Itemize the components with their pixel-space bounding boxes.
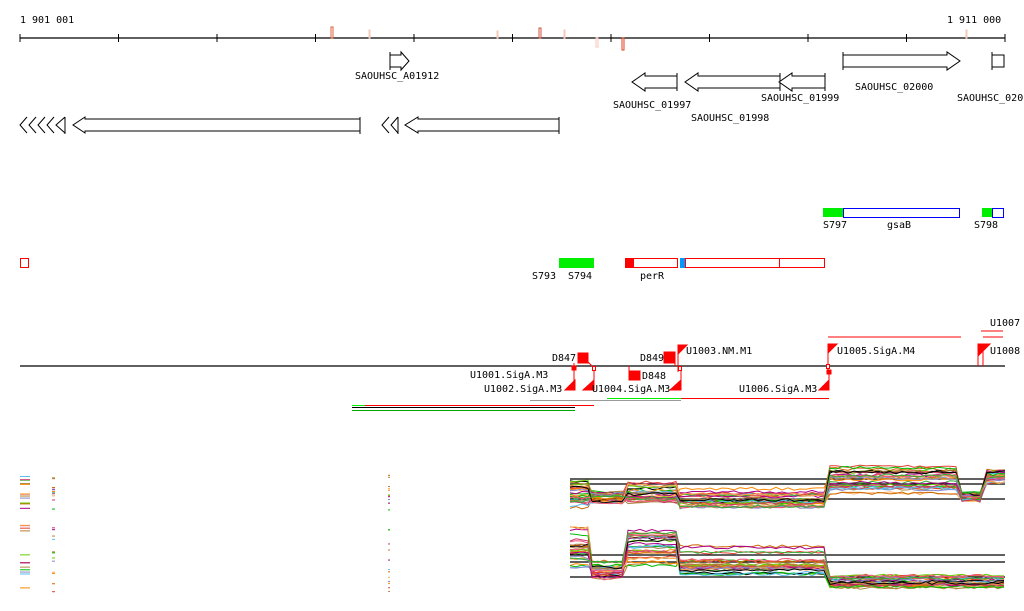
gsab-box[interactable] (843, 208, 960, 218)
expression-line (569, 469, 1006, 499)
blue-marker[interactable] (680, 258, 685, 268)
gene-label: SAOUHSC_02000 (855, 82, 933, 93)
u1006-flag[interactable] (817, 378, 830, 391)
u1002-flag[interactable] (581, 378, 595, 391)
u1007-label: U1007 (990, 318, 1020, 329)
u1004-flag[interactable] (668, 378, 682, 391)
perr-box[interactable] (633, 258, 678, 268)
s798-outline[interactable] (992, 208, 1004, 218)
perr-label: perR (640, 271, 665, 282)
s798-label: S798 (974, 220, 998, 231)
gene-SAOUHSC_020[interactable]: SAOUHSC_020 (957, 52, 1023, 104)
expression-line (569, 464, 1006, 500)
gsab-label: gsaB (887, 220, 911, 231)
u1008-label: U1008 (990, 346, 1020, 357)
minus-strand-genes[interactable] (19, 116, 560, 134)
expression-line (569, 534, 1005, 579)
s798-box[interactable] (982, 208, 992, 217)
u1005-flag[interactable] (827, 343, 839, 355)
expression-line (569, 528, 1005, 583)
gene-SAOUHSC_02000[interactable]: SAOUHSC_02000 (842, 51, 961, 93)
u1001-flag[interactable] (563, 378, 576, 391)
expression-line (570, 469, 1006, 505)
u1003-label: U1003.NM.M1 (686, 346, 752, 357)
s797-label: S797 (823, 220, 847, 231)
perr-start[interactable] (625, 258, 633, 268)
red-region-box[interactable] (685, 258, 825, 268)
red-box[interactable] (20, 258, 29, 268)
u1005-label: U1005.SigA.M4 (837, 346, 915, 357)
d848-label: D848 (642, 371, 666, 382)
gene-label: SAOUHSC_A01912 (355, 71, 439, 82)
ruler-end-label: 1 911 000 (947, 15, 1001, 26)
d849-marker[interactable] (663, 351, 676, 364)
gene-label: SAOUHSC_01998 (691, 113, 769, 124)
expression-line (569, 470, 1006, 504)
u1006-label: U1006.SigA.M3 (739, 384, 817, 395)
d847-label: D847 (552, 353, 576, 364)
d848-marker[interactable] (628, 370, 641, 381)
gene-track: SAOUHSC_A01912 SAOUHSC_01997 SAOUHSC_019… (19, 50, 1023, 134)
expression-line (569, 531, 1005, 581)
expression-line (569, 474, 1006, 504)
u1001-label: U1001.SigA.M3 (470, 370, 548, 381)
gene-label: SAOUHSC_01999 (761, 93, 839, 104)
expression-line (569, 481, 1006, 507)
ruler: 1 901 001 1 911 000 (19, 15, 1006, 51)
s797-box[interactable] (823, 208, 843, 217)
s793-box[interactable] (559, 258, 594, 268)
annotation-track: S797 gsaB S798 S793 S794 perR (20, 208, 1004, 282)
expression-line (569, 539, 1005, 585)
expression-plots (20, 464, 1006, 593)
u1007-flag[interactable] (977, 343, 992, 358)
gene-SAOUHSC_A01912[interactable]: SAOUHSC_A01912 (355, 50, 439, 82)
gene-SAOUHSC_01997[interactable]: SAOUHSC_01997 (613, 72, 691, 111)
s793-label: S793 (532, 271, 556, 282)
d849-label: D849 (640, 353, 664, 364)
s794-label: S794 (568, 271, 592, 282)
gene-label: SAOUHSC_020 (957, 93, 1023, 104)
gene-label: SAOUHSC_01997 (613, 100, 691, 111)
ruler-start-label: 1 901 001 (20, 15, 74, 26)
expression-line (569, 473, 1006, 509)
d847-marker[interactable] (577, 352, 589, 364)
feature-track: D847 D848 D849 U1003.NM.M1 U1005.SigA.M4… (20, 318, 1020, 411)
u1002-label: U1002.SigA.M3 (484, 384, 562, 395)
expression-line (569, 475, 1006, 506)
transcript-lines (352, 398, 829, 411)
gene-SAOUHSC_01999[interactable]: SAOUHSC_01999 (761, 72, 839, 104)
ruler-marks (330, 26, 968, 51)
u1004-label: U1004.SigA.M3 (592, 384, 670, 395)
